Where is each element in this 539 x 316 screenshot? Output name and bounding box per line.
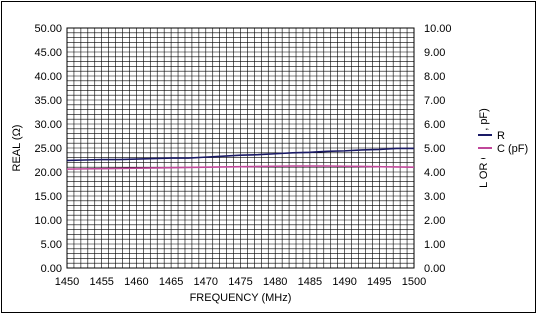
x-tick-label: 1475 bbox=[228, 276, 252, 288]
x-tick-label: 1450 bbox=[55, 276, 79, 288]
y2-tick-label: 0.00 bbox=[424, 263, 445, 275]
x-tick-label: 1470 bbox=[194, 276, 218, 288]
x-tick-label: 1465 bbox=[159, 276, 183, 288]
x-tick-label: 1495 bbox=[367, 276, 391, 288]
x-tick-label: 1480 bbox=[263, 276, 287, 288]
y-tick-label: 5.00 bbox=[41, 239, 62, 251]
y2-tick-label: 5.00 bbox=[424, 143, 445, 155]
y-tick-label: 40.00 bbox=[34, 71, 62, 83]
y-tick-label: 35.00 bbox=[34, 95, 62, 107]
y2-tick-label: 7.00 bbox=[424, 95, 445, 107]
y2-tick-label: 1.00 bbox=[424, 239, 445, 251]
y-tick-label: 0.00 bbox=[41, 263, 62, 275]
y-axis-title: REAL (Ω) bbox=[11, 125, 23, 172]
series-line-2 bbox=[66, 165, 415, 170]
y-tick-label: 10.00 bbox=[34, 215, 62, 227]
y-tick-label: 15.00 bbox=[34, 191, 62, 203]
legend-label: C (pF) bbox=[497, 143, 528, 155]
y-tick-label: 50.00 bbox=[34, 23, 62, 35]
y-tick-label: 20.00 bbox=[34, 167, 62, 179]
y2-tick-label: 4.00 bbox=[424, 167, 445, 179]
y2-tick-label: 3.00 bbox=[424, 191, 445, 203]
y-tick-label: 45.00 bbox=[34, 47, 62, 59]
y2-tick-label: 8.00 bbox=[424, 71, 445, 83]
y2-tick-label: 2.00 bbox=[424, 215, 445, 227]
y-tick-label: 30.00 bbox=[34, 119, 62, 131]
y2-tick-label: 10.00 bbox=[424, 23, 452, 35]
x-tick-label: 1500 bbox=[402, 276, 426, 288]
y2-tick-label: 6.00 bbox=[424, 119, 445, 131]
series-line-1 bbox=[66, 147, 414, 162]
x-tick-label: 1490 bbox=[332, 276, 356, 288]
x-tick-label: 1455 bbox=[89, 276, 113, 288]
y-tick-label: 25.00 bbox=[34, 143, 62, 155]
x-tick-label: 1485 bbox=[298, 276, 322, 288]
x-axis-title: FREQUENCY (MHz) bbox=[190, 292, 292, 304]
x-tick-label: 1460 bbox=[124, 276, 148, 288]
legend-label: R bbox=[497, 130, 505, 142]
y2-tick-label: 9.00 bbox=[424, 47, 445, 59]
